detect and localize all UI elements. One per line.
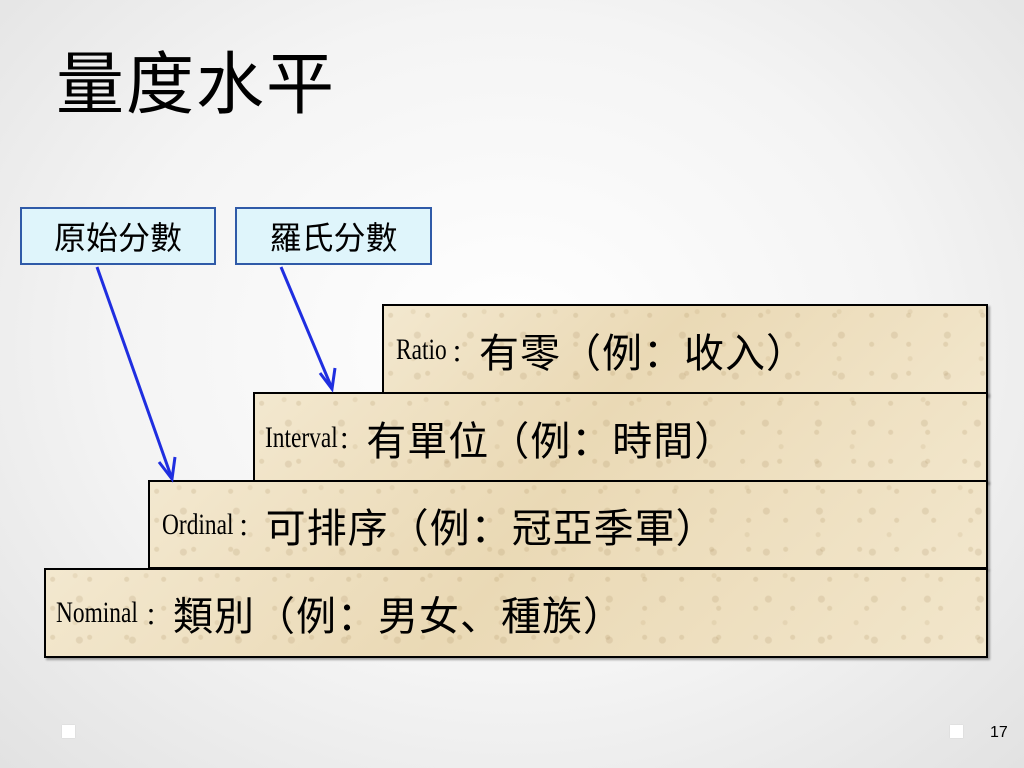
page-number: 17	[990, 724, 1008, 741]
raw-score-label: 原始分數	[20, 207, 216, 265]
raw-score-arrowhead	[157, 456, 177, 483]
level-colon: ：	[451, 338, 475, 367]
footer-square-left	[62, 725, 75, 738]
level-name: Nominal	[56, 596, 138, 629]
rasch-score-arrowhead	[318, 367, 337, 393]
level-ordinal-step: Ordinal ： 可排序（例：冠亞季軍）	[148, 480, 988, 569]
level-nominal-step: Nominal ： 類別（例：男女、種族）	[44, 568, 988, 658]
level-name: Ratio	[396, 333, 447, 366]
raw-score-arrow	[95, 266, 173, 477]
footer-square-right	[950, 725, 963, 738]
rasch-score-label: 羅氏分數	[235, 207, 432, 265]
level-description: 有單位（例：時間）	[366, 418, 736, 465]
level-description: 類別（例：男女、種族）	[173, 594, 624, 640]
level-name: Ordinal	[162, 507, 234, 541]
level-name: Interval	[265, 420, 338, 454]
level-description: 可排序（例：冠亞季軍）	[265, 505, 717, 552]
level-description: 有零（例：收入）	[479, 331, 807, 377]
slide-title: 量度水平	[56, 46, 337, 125]
rasch-score-arrow	[279, 266, 333, 387]
level-colon: ：	[338, 426, 363, 454]
level-colon: ：	[237, 513, 262, 541]
level-colon: ：	[145, 601, 169, 630]
